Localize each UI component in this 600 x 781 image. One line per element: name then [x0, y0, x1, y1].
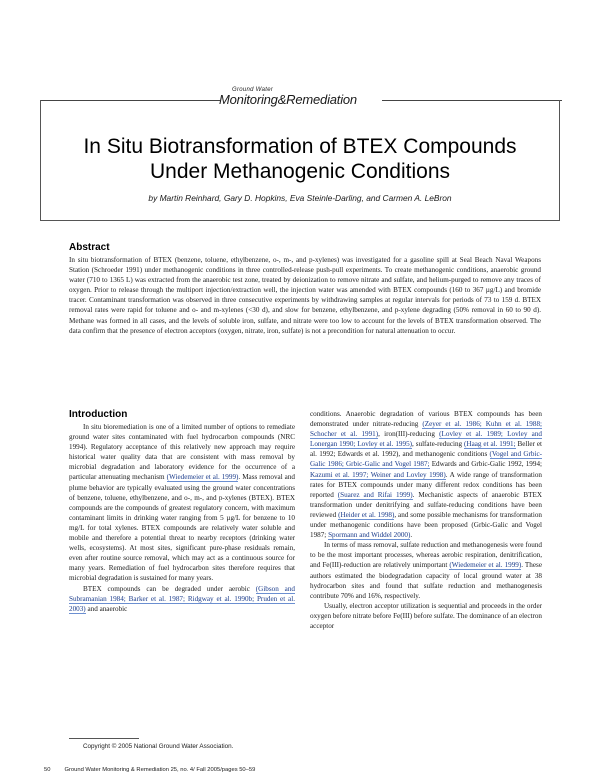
citation-link[interactable]: (Suarez and Rifai 1999) — [337, 490, 413, 500]
col2-p2-text-a: In terms of mass removal, sulfate reduct… — [310, 541, 542, 570]
column-left: In situ bioremediation is one of a limit… — [69, 422, 295, 614]
citation-link[interactable]: (Lovley et al. 1989; Lovley and Lonergan… — [310, 430, 542, 450]
intro-paragraph-2: BTEX compounds can be degraded under aer… — [69, 584, 295, 614]
col2-text-d: Beller et al. 1992; Edwards et al. 1992)… — [310, 440, 543, 459]
citation-link[interactable]: (Wiedemeier et al. 1999) — [449, 561, 522, 571]
masthead-title: Monitoring&Remediation — [219, 92, 357, 107]
col2-text-c: , sulfate-reducing — [412, 440, 463, 449]
masthead-rule-left — [40, 100, 220, 101]
page-footer: 50 Ground Water Monitoring & Remediation … — [44, 767, 255, 773]
col2-text-i: . — [410, 531, 413, 540]
citation-link[interactable]: (Haag et al. 1991; — [464, 440, 516, 450]
intro-paragraph-3: In terms of mass removal, sulfate reduct… — [310, 540, 542, 601]
intro-p2-text: BTEX compounds can be degraded under aer… — [83, 584, 250, 593]
abstract-text: In situ biotransformation of BTEX (benze… — [69, 256, 541, 335]
masthead-rule-right — [382, 100, 562, 101]
citation-link[interactable]: Spormann and Widdel 2000) — [328, 531, 411, 541]
article-title: In Situ Biotransformation of BTEX Compou… — [0, 134, 600, 184]
column-right: conditions. Anaerobic degradation of var… — [310, 409, 542, 631]
abstract-heading: Abstract — [69, 242, 110, 253]
intro-p1-text: In situ bioremediation is one of a limit… — [69, 423, 295, 482]
author-line: by Martin Reinhard, Gary D. Hopkins, Eva… — [148, 193, 452, 203]
col2-text-g: . Mechanistic aspects of anaerobic BTEX … — [310, 490, 542, 519]
title-line-1: In Situ Biotransformation of BTEX Compou… — [83, 135, 517, 158]
footnote-rule — [69, 738, 139, 739]
col2-text-e: Edwards and Grbic-Galic 1992, 1994; — [431, 460, 542, 469]
col2-text-b: , iron(III)-reducing — [378, 430, 435, 439]
citation-link[interactable]: (Wiedemeier et al. 1999) — [166, 473, 239, 483]
citation-link[interactable]: (Vogel and Grbic-Galic 1986; Grbic-Galic… — [310, 450, 542, 470]
col2-text-a: conditions. Anaerobic degradation of var… — [310, 410, 542, 429]
introduction-heading: Introduction — [69, 409, 128, 420]
intro-p2-end: and anaerobic — [87, 604, 128, 613]
copyright-notice: Copyright © 2005 National Ground Water A… — [83, 743, 234, 750]
masthead-ground-water: Ground Water — [232, 87, 274, 93]
col2-text-f: . A wide range of transformation rates f… — [310, 470, 542, 499]
journal-masthead: Ground Water Monitoring&Remediation — [0, 86, 600, 116]
citation-link[interactable]: (Gibson and Subramanian 1984; Barker et … — [69, 584, 295, 614]
citation-link[interactable]: (Heider et al. 1998) — [338, 510, 395, 520]
intro-paragraph-1: In situ bioremediation is one of a limit… — [69, 422, 295, 584]
page-number: 50 — [44, 767, 51, 773]
intro-paragraph-4: Usually, electron acceptor utilization i… — [310, 601, 542, 630]
citation-link[interactable]: Kazumi et al. 1997; Weiner and Lovley 19… — [310, 470, 446, 480]
title-frame — [40, 100, 560, 221]
intro-paragraph-continued: conditions. Anaerobic degradation of var… — [310, 409, 543, 541]
citation-link[interactable]: (Zeyer et al. 1986; Kuhn et al. 1988; Sc… — [310, 420, 542, 440]
col2-text-h: , and some possible mechanisms for trans… — [310, 510, 542, 540]
title-line-2: Under Methanogenic Conditions — [149, 160, 451, 183]
journal-citation: Ground Water Monitoring & Remediation 25… — [64, 767, 256, 773]
intro-p1-cont: . Mass removal and plume behavior are ty… — [69, 473, 295, 583]
col2-p2-text-b: . These authors estimated the biodegrada… — [310, 561, 542, 600]
